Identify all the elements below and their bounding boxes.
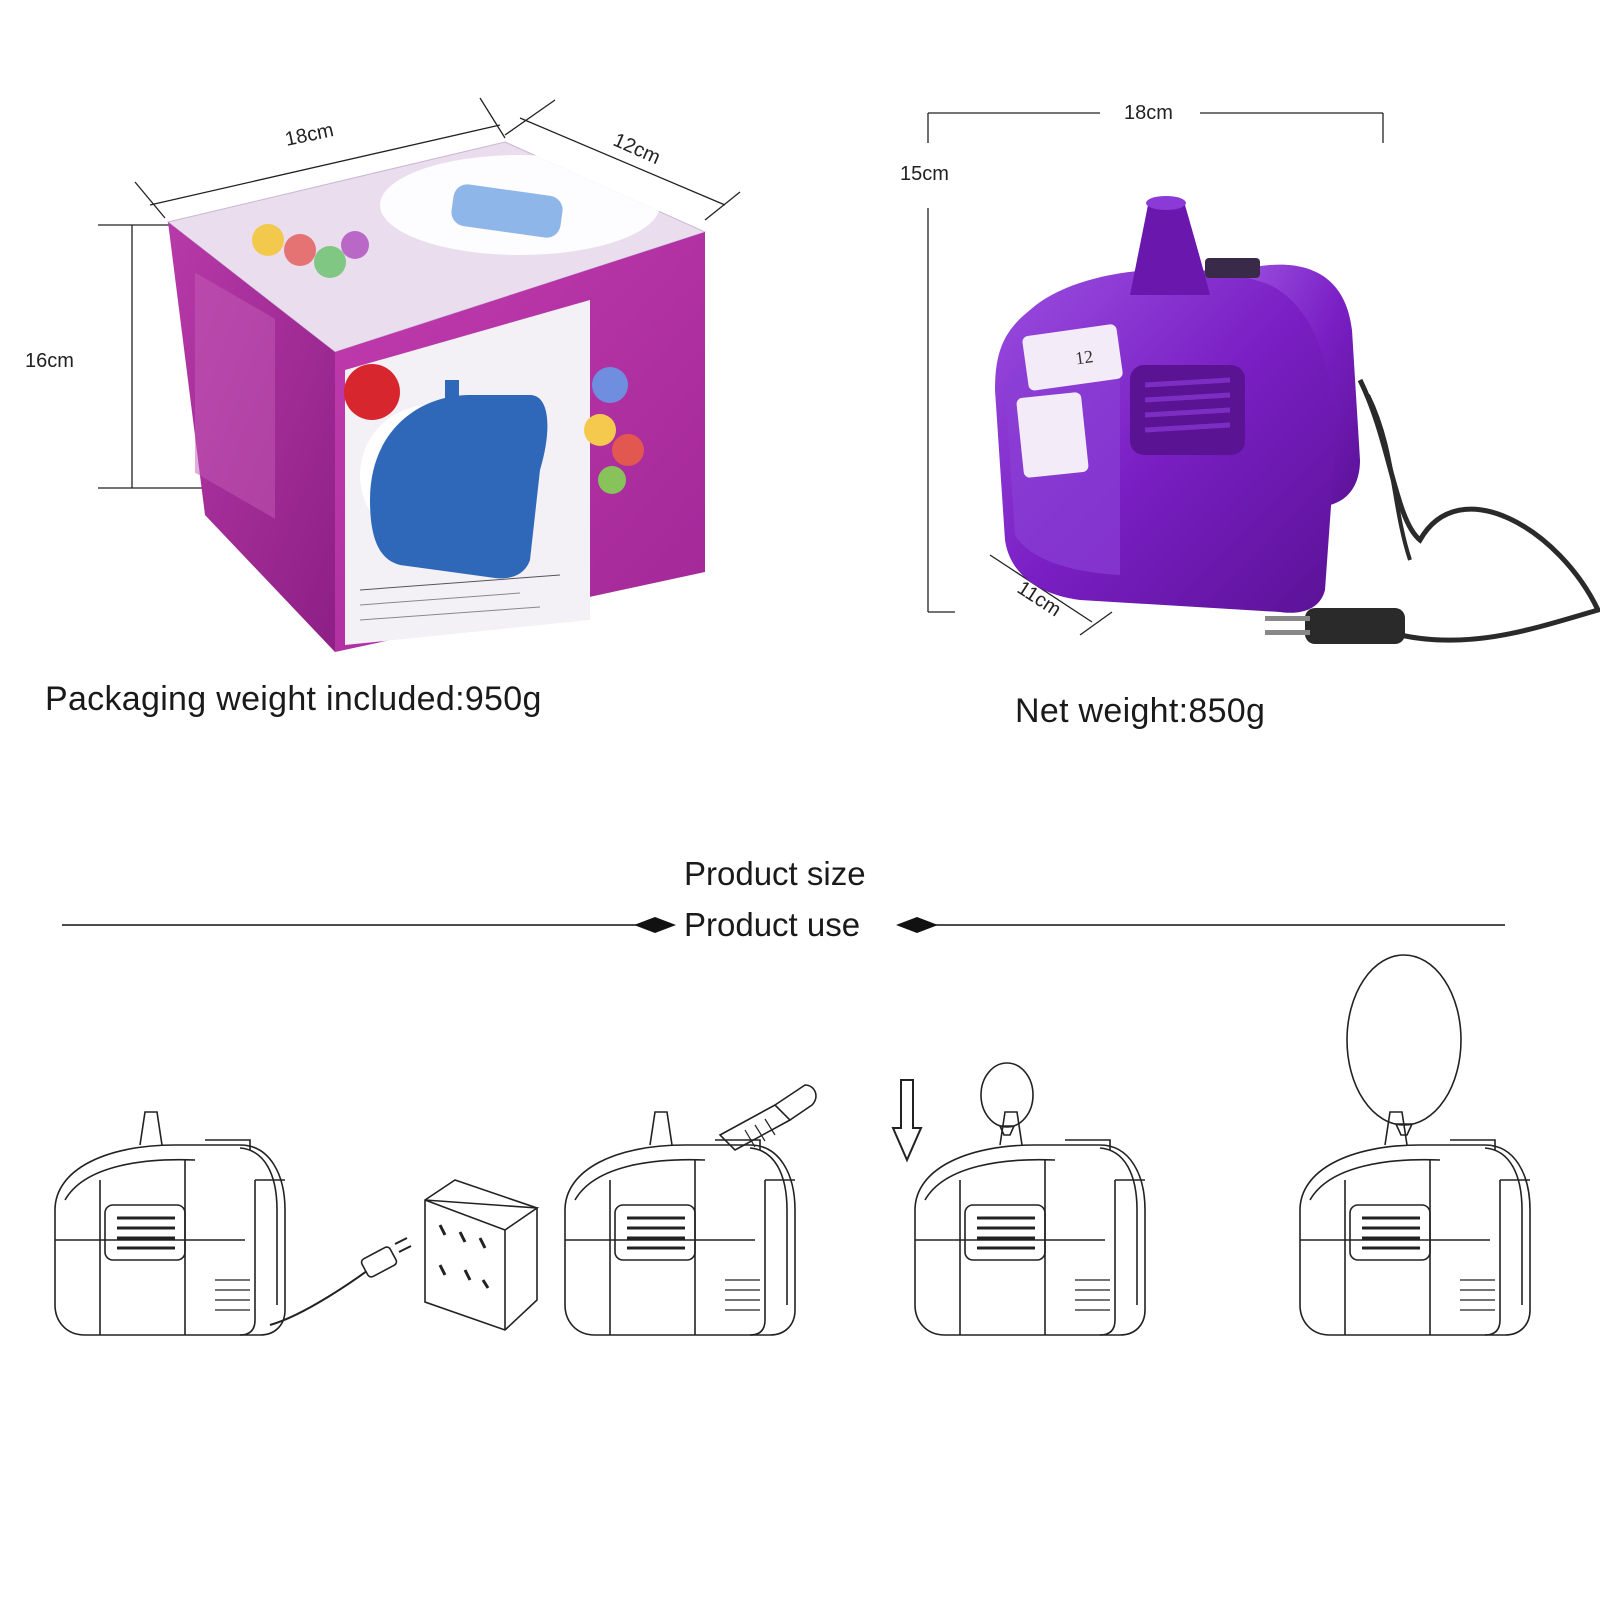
- wall-socket-icon: [424, 1179, 540, 1331]
- product-size-title: Product size: [684, 855, 866, 892]
- package-height-label: 16cm: [25, 350, 74, 372]
- net-weight-caption: Net weight:850g: [1015, 692, 1266, 730]
- nozzle-icon: [718, 1084, 817, 1151]
- step-balloon-full: [1298, 1110, 1532, 1337]
- svg-text:12: 12: [1074, 346, 1095, 368]
- step-inflating: [913, 1110, 1147, 1337]
- step-plug-in: [53, 1110, 412, 1337]
- large-balloon-icon: [1346, 954, 1462, 1136]
- step-attach-nozzle: [563, 1110, 797, 1337]
- package-weight-caption: Packaging weight included:950g: [45, 680, 542, 718]
- small-balloon-icon: [980, 1062, 1034, 1136]
- press-arrow-icon: [891, 1079, 923, 1163]
- product-height-label: 15cm: [900, 163, 949, 185]
- product-length-label: 18cm: [1124, 102, 1173, 124]
- product-use-title: Product use: [684, 906, 861, 943]
